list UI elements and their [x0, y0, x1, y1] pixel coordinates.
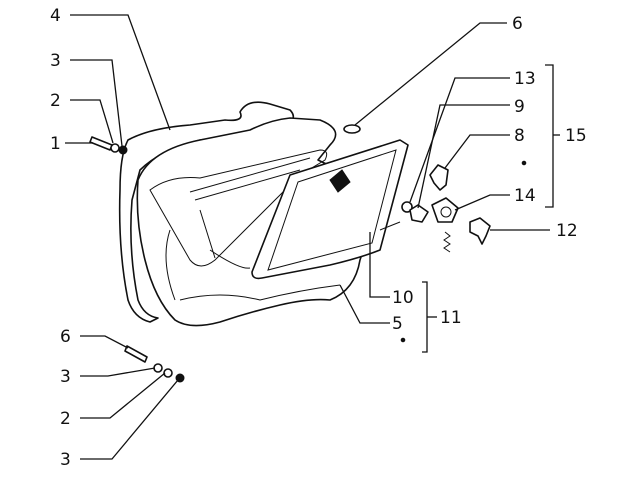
- callout-6-top: 6: [512, 14, 523, 34]
- washer-2-top: [110, 143, 120, 153]
- callout-3-bottom: 3: [60, 450, 71, 470]
- washer-3-mid: [153, 363, 163, 373]
- pin-10: [379, 221, 401, 231]
- glovebox-rim: [149, 149, 328, 267]
- key-12: [469, 217, 491, 245]
- glovebox-inner-wall: [189, 157, 311, 269]
- callout-4: 4: [50, 6, 61, 26]
- ref-dot-11: [400, 337, 406, 343]
- screw-6-bottom: [124, 345, 148, 363]
- callout-6-bottom: 6: [60, 327, 71, 347]
- callout-13: 13: [514, 69, 536, 89]
- washer-3-top: [118, 145, 128, 155]
- callout-3-top: 3: [50, 51, 61, 71]
- callout-12: 12: [556, 221, 578, 241]
- callout-15: 15: [565, 126, 587, 146]
- glovebox-lower-curve: [165, 229, 341, 301]
- callout-10: 10: [392, 288, 414, 308]
- callout-14: 14: [514, 186, 536, 206]
- callout-1: 1: [50, 134, 61, 154]
- glovebox-lid-inner: [267, 149, 397, 271]
- bumper-pad-6: [343, 124, 361, 134]
- callout-labels: 4 3 2 1 6 13 9 8 15 14 12 10 5 11 6 3 2 …: [50, 6, 587, 470]
- callout-5: 5: [392, 314, 403, 334]
- callout-8: 8: [514, 126, 525, 146]
- callout-2-bottom: 2: [60, 409, 71, 429]
- lock-body-15: [431, 197, 459, 223]
- lock-barrel: [440, 206, 452, 218]
- hook-8: [429, 164, 449, 191]
- spring-14: [443, 231, 451, 253]
- leader-lines: [65, 14, 560, 460]
- washer-2-mid: [163, 368, 173, 378]
- callout-2-top: 2: [50, 91, 61, 111]
- callout-3-mid: 3: [60, 367, 71, 387]
- lid-emblem: [329, 169, 351, 193]
- latch-9: [409, 204, 429, 223]
- screw-1: [89, 136, 113, 151]
- callout-11: 11: [440, 308, 462, 328]
- ref-dot-15: [521, 160, 527, 166]
- callout-9: 9: [514, 97, 525, 117]
